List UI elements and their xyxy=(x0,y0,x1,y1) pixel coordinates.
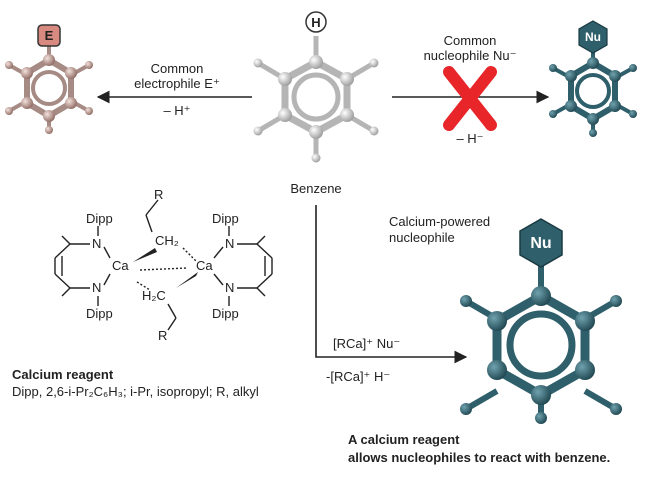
h2c-label-bottom: H₂C xyxy=(142,288,166,303)
cross-icon xyxy=(443,66,497,131)
nucleophile-atom-label-small: Nu xyxy=(585,30,601,44)
reagent-description: Dipp, 2,6-i-Pr₂C₆H₃; i-Pr, isopropyl; R,… xyxy=(12,384,259,399)
electrophile-atom-label: E xyxy=(44,28,54,43)
nucleophile-label-line1: Common xyxy=(443,33,497,48)
ca-label-right: Ca xyxy=(196,258,213,273)
ch2-label-top: CH₂ xyxy=(155,233,179,248)
calcium-powered-label-line2: nucleophile xyxy=(389,230,455,245)
hydrogen-atom-label: H xyxy=(311,15,321,30)
dipp-label-bottom-right: Dipp xyxy=(212,306,239,321)
caption-line2: allows nucleophiles to react with benzen… xyxy=(348,450,611,465)
nucleophile-product-large xyxy=(460,218,622,424)
calcium-reagent-structure xyxy=(54,199,273,331)
rca-nu-label: [RCa]⁺ Nu⁻ xyxy=(333,336,401,351)
electrophile-product xyxy=(5,24,93,134)
dipp-label-top-right: Dipp xyxy=(212,211,239,226)
n-label-top-right: N xyxy=(225,236,235,251)
r-label-bottom: R xyxy=(158,328,168,343)
nucleophile-atom-label-large: Nu xyxy=(530,235,552,252)
caption-line1: A calcium reagent xyxy=(348,432,460,447)
nucleophile-product-small xyxy=(549,20,637,137)
benzene-label: Benzene xyxy=(290,181,342,196)
ca-label-left: Ca xyxy=(112,258,129,273)
benzene-molecule xyxy=(253,11,379,163)
electrophile-loss-label: – H⁺ xyxy=(163,103,191,118)
electrophile-label-line1: Common xyxy=(150,61,204,76)
arrow-icon xyxy=(315,205,468,364)
dipp-label-bottom-left: Dipp xyxy=(86,306,113,321)
reagent-title: Calcium reagent xyxy=(12,367,114,382)
n-label-top-left: N xyxy=(92,236,102,251)
nucleophile-loss-label: – H⁻ xyxy=(456,131,484,146)
calcium-powered-label-line1: Calcium-powered xyxy=(389,214,491,229)
r-label-top: R xyxy=(154,187,164,202)
dipp-label-top-left: Dipp xyxy=(86,211,113,226)
n-label-bottom-left: N xyxy=(92,280,102,295)
electrophile-label-line2: electrophile E⁺ xyxy=(134,76,220,91)
n-label-bottom-right: N xyxy=(225,280,235,295)
rca-h-label: -[RCa]⁺ H⁻ xyxy=(326,369,391,384)
nucleophile-label-line2: nucleophile Nu⁻ xyxy=(423,48,517,63)
